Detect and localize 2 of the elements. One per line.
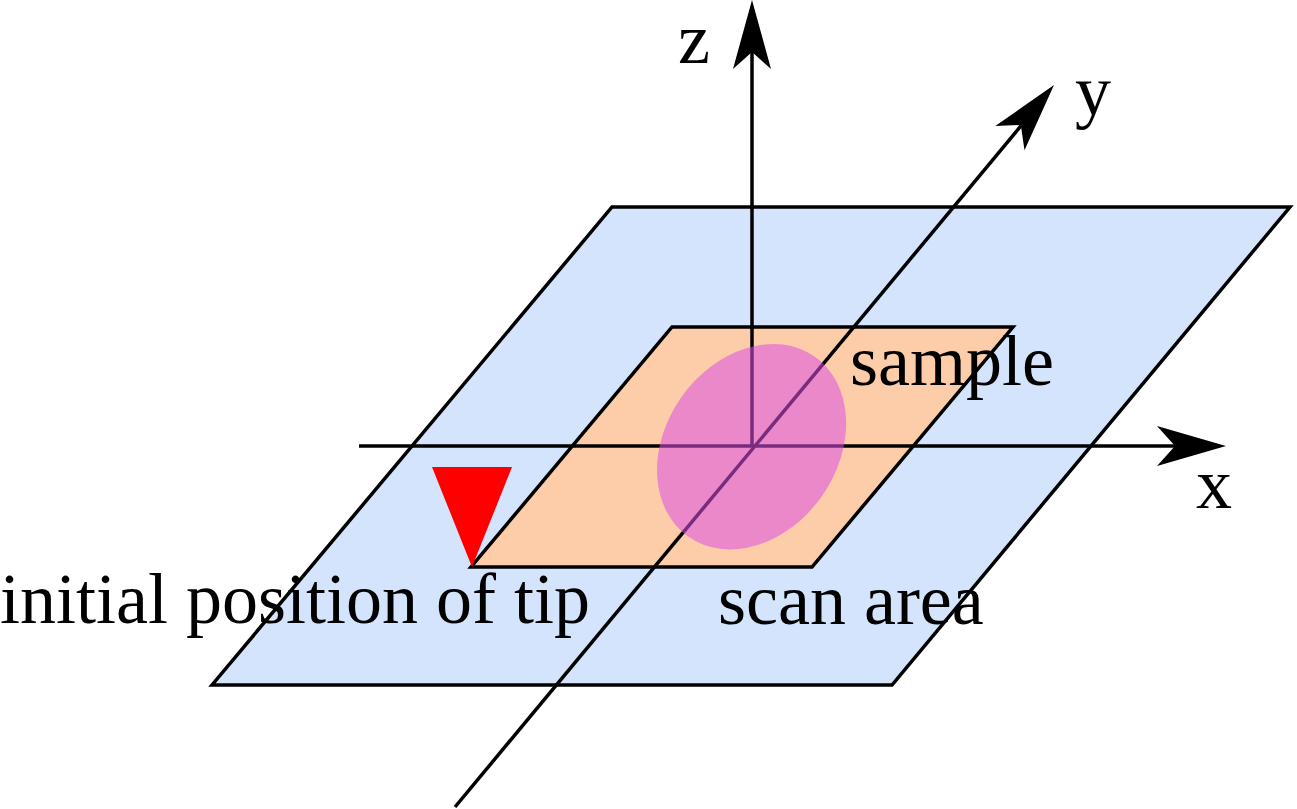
axis-label: x [1196,448,1232,520]
axis-label: z [678,3,710,75]
